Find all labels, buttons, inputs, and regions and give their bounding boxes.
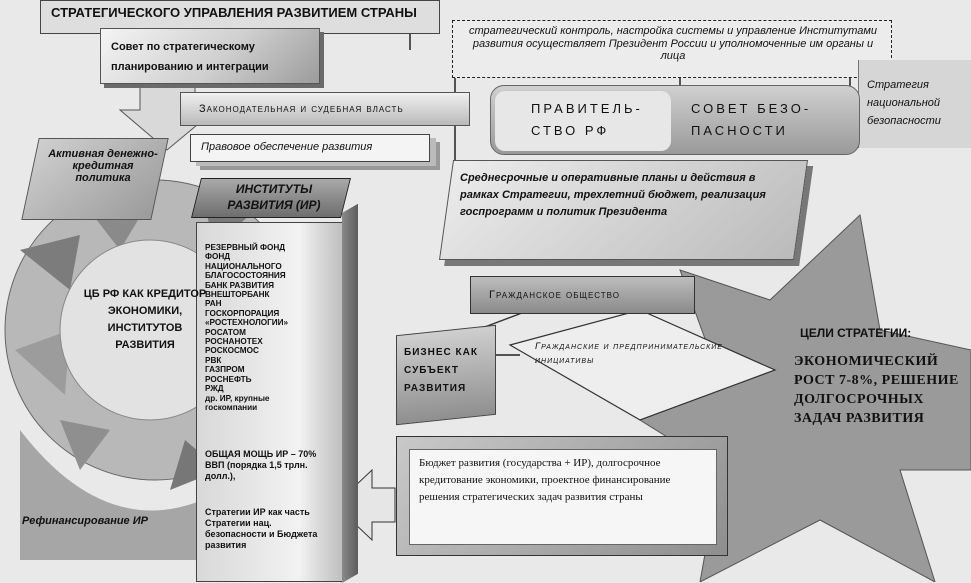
ir-list-item: ФОНД (205, 252, 337, 261)
ir-power: ОБЩАЯ МОЩЬ ИР – 70% ВВП (порядка 1,5 трл… (205, 449, 337, 482)
ir-list-item: госкомпании (205, 403, 337, 412)
control-note-box: стратегический контроль, настройка систе… (452, 20, 892, 78)
ir-list-item: РОСНАНОТЕХ (205, 337, 337, 346)
ir-list-item: РОСКОСМОС (205, 346, 337, 355)
business-label: БИЗНЕС КАК СУБЪЕКТ РАЗВИТИЯ (404, 344, 494, 398)
budget-frame: Бюджет развития (государства + ИР), долг… (396, 436, 728, 556)
ir-list-item: РВК (205, 356, 337, 365)
strategy-nat-sec-box: Стратегия национальной безопасности (858, 60, 971, 148)
top-title: СТРАТЕГИЧЕСКОГО УПРАВЛЕНИЯ РАЗВИТИЕМ СТР… (51, 5, 417, 20)
ir-list-item: БАНК РАЗВИТИЯ (205, 281, 337, 290)
ir-title: ИНСТИТУТЫ РАЗВИТИЯ (ИР) (214, 181, 334, 213)
ir-list-item: БЛАГОСОСТОЯНИЯ (205, 271, 337, 280)
ir-list-item: РОСНЕФТЬ (205, 375, 337, 384)
ir-list-item: РЕЗЕРВНЫЙ ФОНД (205, 243, 337, 252)
budget-text: Бюджет развития (государства + ИР), долг… (419, 455, 709, 506)
legislative-box: Законодательная и судебная власть (180, 92, 470, 126)
legal-support-box: Правовое обеспечение развития (190, 134, 430, 162)
control-note: стратегический контроль, настройка систе… (463, 25, 883, 63)
ir-list-item: ГОСКОРПОРАЦИЯ (205, 309, 337, 318)
ir-list-item: НАЦИОНАЛЬНОГО (205, 262, 337, 271)
cb-creditor: ЦБ РФ КАК КРЕДИТОР ЭКОНОМИКИ, ИНСТИТУТОВ… (80, 286, 210, 354)
refinancing-label: Рефинансирование ИР (22, 515, 202, 527)
security-council-label: СОВЕТ БЕЗО-ПАСНОСТИ (691, 98, 841, 142)
ir-list-item: РЖД (205, 384, 337, 393)
ir-list-item: «РОСТЕХНОЛОГИИ» (205, 318, 337, 327)
ir-list-item: РОСАТОМ (205, 328, 337, 337)
council-box: Совет по стратегическому планированию и … (100, 28, 320, 84)
ir-list-item: РАН (205, 299, 337, 308)
civil-society-box: Гражданское общество (470, 276, 695, 314)
ir-strategy: Стратегии ИР как часть Стратегии нац. бе… (205, 507, 335, 551)
government-label: ПРАВИТЕЛЬ-СТВО РФ (531, 98, 651, 142)
legal-support: Правовое обеспечение развития (201, 141, 372, 153)
legislative-label: Законодательная и судебная власть (199, 103, 404, 115)
plans-text: Среднесрочные и оперативные планы и дейс… (460, 170, 780, 221)
ir-column-side (342, 204, 358, 583)
council-label: Совет по стратегическому планированию и … (111, 37, 311, 77)
goals-title: ЦЕЛИ СТРАТЕГИИ: (800, 326, 970, 340)
initiatives-label: Гражданские и предпринимательские инициа… (535, 340, 735, 368)
ir-list-item: ГАЗПРОМ (205, 365, 337, 374)
civil-society: Гражданское общество (489, 289, 620, 301)
gov-security-box: ПРАВИТЕЛЬ-СТВО РФ СОВЕТ БЕЗО-ПАСНОСТИ (490, 85, 860, 155)
strategy-nat-sec: Стратегия национальной безопасности (867, 76, 967, 130)
goals-text: ЭКОНОМИЧЕСКИЙ РОСТ 7-8%, РЕШЕНИЕ ДОЛГОСР… (794, 352, 964, 428)
ir-list-item: ВНЕШТОРБАНК (205, 290, 337, 299)
monetary-policy: Активная денежно-кредитная политика (48, 148, 158, 184)
ir-list-item: др. ИР, крупные (205, 394, 337, 403)
